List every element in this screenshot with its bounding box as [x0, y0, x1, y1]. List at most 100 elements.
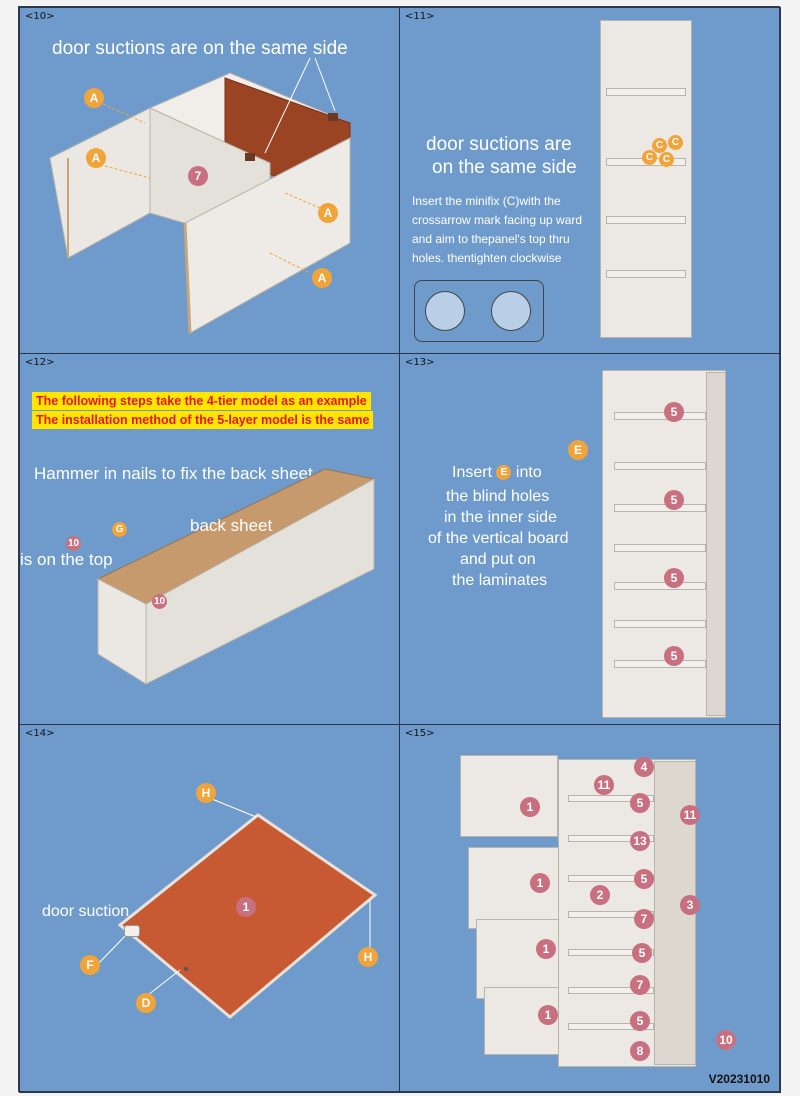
shelf — [614, 544, 706, 552]
instruction-line-4: of the vertical board — [428, 530, 569, 547]
door-suction-caption: door suction — [42, 903, 130, 920]
shelf — [614, 620, 706, 628]
part-5-badge: 5 — [664, 568, 684, 588]
shelf — [568, 795, 654, 802]
shelf — [614, 582, 706, 590]
shelf — [568, 987, 654, 994]
part-1-badge: 1 — [536, 939, 556, 959]
part-d-badge: D — [136, 993, 156, 1013]
step-12-panel: <12> The following steps take the 4-tier… — [19, 353, 400, 725]
shelf — [614, 412, 706, 420]
caption-line-2: on the same side — [432, 157, 577, 178]
notice-line-1: The following steps take the 4-tier mode… — [32, 392, 371, 410]
instruction-line-1: Insert the minifix (C)with the — [412, 194, 561, 208]
part-11-badge: 11 — [594, 775, 614, 795]
step-13-panel: <13> Insert E into the blind holes in th… — [399, 353, 781, 725]
part-1-badge: 1 — [520, 797, 540, 817]
part-7-badge: 7 — [630, 975, 650, 995]
minifix-tighten-icon — [491, 291, 531, 331]
shelf — [606, 88, 686, 96]
part-e-badge: E — [496, 465, 512, 481]
shelf — [568, 911, 654, 918]
step-label: <10> — [25, 11, 55, 22]
instruction-line-6: the laminates — [452, 572, 548, 589]
hinge-hole — [184, 967, 188, 971]
part-4-badge: 4 — [634, 757, 654, 777]
part-10-badge: 10 — [716, 1030, 736, 1050]
part-2-badge: 2 — [590, 885, 610, 905]
part-3-badge: 3 — [680, 895, 700, 915]
step-label: <11> — [405, 11, 435, 22]
door-panel — [476, 919, 574, 999]
caption-line-1: door suctions are — [426, 134, 572, 155]
step-label: <14> — [25, 728, 55, 739]
part-5-badge: 5 — [632, 943, 652, 963]
door-panel — [460, 755, 558, 837]
insert-word: Insert — [452, 464, 493, 481]
part-10-badge: 10 — [66, 536, 81, 551]
instruction-line-4: holes. thentighten clockwise — [412, 251, 562, 265]
part-c-badge: C — [668, 135, 683, 150]
part-1-badge: 1 — [538, 1005, 558, 1025]
part-f-badge: F — [80, 955, 100, 975]
part-5-badge: 5 — [634, 869, 654, 889]
part-10-badge: 10 — [152, 594, 167, 609]
shelf — [568, 835, 654, 842]
part-5-badge: 5 — [664, 490, 684, 510]
shelf — [614, 462, 706, 470]
instruction-line-3: and aim to thepanel's top thru — [412, 232, 570, 246]
instruction-line-2: the blind holes — [446, 488, 550, 505]
notice-line-2: The installation method of the 5-layer m… — [32, 411, 374, 429]
cabinet-illustration — [49, 57, 352, 334]
minifix-diagram-box — [414, 280, 544, 342]
instruction-line-3: in the inner side — [444, 509, 557, 526]
part-7-badge: 7 — [634, 909, 654, 929]
shelf-frame — [600, 20, 692, 338]
step-label: <15> — [405, 728, 435, 739]
shelf — [606, 270, 686, 278]
part-7-badge: 7 — [188, 166, 208, 186]
minifix-insert-icon — [425, 291, 465, 331]
part-8-badge: 8 — [630, 1041, 650, 1061]
caption-1: Hammer in nails to fix the back sheet — [34, 464, 313, 483]
part-5-badge: 5 — [664, 646, 684, 666]
step-label: <13> — [405, 357, 435, 368]
part-a-badge: A — [318, 203, 338, 223]
part-h-badge: H — [196, 783, 216, 803]
part-11-badge: 11 — [680, 805, 700, 825]
shelf — [568, 1023, 654, 1030]
part-5-badge: 5 — [630, 1011, 650, 1031]
instruction-line-2: crossarrow mark facing up ward — [412, 213, 583, 227]
instruction-sheet: <10> door suctions are on the same side … — [18, 6, 781, 1093]
part-c-badge: C — [652, 138, 667, 153]
part-1-badge: 1 — [530, 873, 550, 893]
part-5-badge: 5 — [630, 793, 650, 813]
part-5-badge: 5 — [664, 402, 684, 422]
caption-2: back sheet — [190, 516, 273, 535]
caption-3: is on the top — [20, 550, 113, 569]
step-15-panel: <15> 4 11 11 5 13 1 1 1 1 5 2 3 7 5 7 5 … — [399, 724, 781, 1093]
part-c-badge: C — [642, 150, 657, 165]
shelf — [568, 949, 654, 956]
part-h-badge: H — [358, 947, 378, 967]
part-a-badge: A — [84, 88, 104, 108]
part-e-badge: E — [568, 440, 588, 460]
instruction-line-5: and put on — [460, 551, 536, 568]
instruction-line-1: Insert E into — [452, 464, 542, 482]
part-1-badge: 1 — [236, 897, 256, 917]
step-10-panel: <10> door suctions are on the same side … — [19, 7, 400, 354]
into-word: into — [515, 464, 542, 481]
step-label: <12> — [25, 357, 55, 368]
door-panel — [468, 847, 566, 929]
side-board — [706, 372, 726, 716]
door-suction-part — [124, 925, 140, 937]
shelf — [614, 504, 706, 512]
caption: door suctions are on the same side — [52, 38, 348, 59]
shelf — [606, 216, 686, 224]
version-code: V20231010 — [708, 1072, 770, 1086]
part-c-badge: C — [659, 152, 674, 167]
part-a-badge: A — [312, 268, 332, 288]
step-14-panel: <14> door suction H H 1 F D — [19, 724, 400, 1093]
shelf — [614, 660, 706, 668]
part-g-badge: G — [112, 522, 127, 537]
